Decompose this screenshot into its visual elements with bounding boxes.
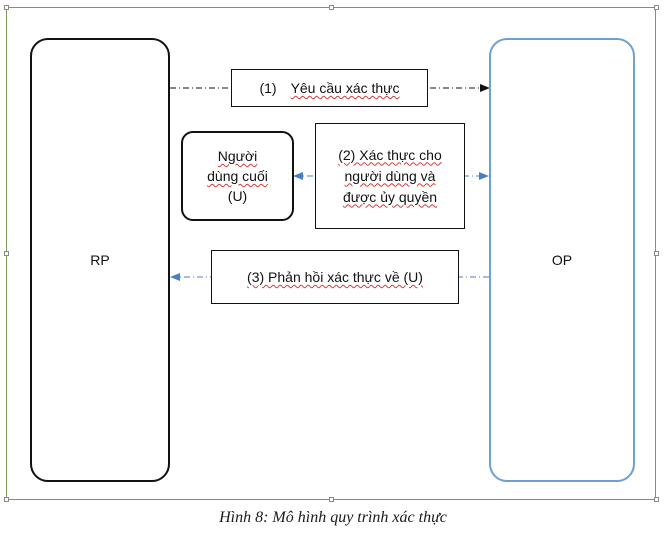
- step3-label: (3) Phản hồi xác thực về (U): [247, 269, 423, 285]
- resize-handle-top-center[interactable]: [329, 5, 334, 10]
- step2-box[interactable]: (2) Xác thực cho người dùng và được ủy q…: [315, 123, 465, 229]
- step2-label-line2: người dùng và: [344, 167, 436, 184]
- end-user-label-line3: (U): [227, 188, 248, 204]
- step2-label-line1: (2) Xác thực cho: [338, 146, 442, 163]
- resize-handle-top-right[interactable]: [654, 5, 659, 10]
- end-user-label-line2: dùng cuối: [207, 168, 268, 184]
- step1-box[interactable]: (1) Yêu cầu xác thực: [231, 69, 428, 107]
- resize-handle-bottom-right[interactable]: [654, 497, 659, 502]
- op-label: OP: [551, 252, 573, 268]
- resize-handle-bottom-left[interactable]: [4, 497, 9, 502]
- step2-label-line3: được ủy quyền: [342, 188, 438, 205]
- rp-label: RP: [90, 252, 110, 268]
- resize-handle-bottom-center[interactable]: [329, 497, 334, 502]
- resize-handle-middle-right[interactable]: [654, 251, 659, 256]
- rp-node[interactable]: RP: [30, 38, 170, 482]
- resize-handle-top-left[interactable]: [4, 5, 9, 10]
- end-user-node[interactable]: Người dùng cuối (U): [181, 131, 294, 221]
- resize-handle-middle-left[interactable]: [4, 251, 9, 256]
- step1-label: Yêu cầu xác thực: [290, 80, 400, 96]
- end-user-label-line1: Người: [217, 148, 258, 164]
- figure-caption: Hình 8: Mô hình quy trình xác thực: [219, 509, 447, 526]
- op-node[interactable]: OP: [489, 38, 635, 482]
- step3-box[interactable]: (3) Phản hồi xác thực về (U): [211, 250, 459, 304]
- step1-number: (1): [259, 80, 277, 96]
